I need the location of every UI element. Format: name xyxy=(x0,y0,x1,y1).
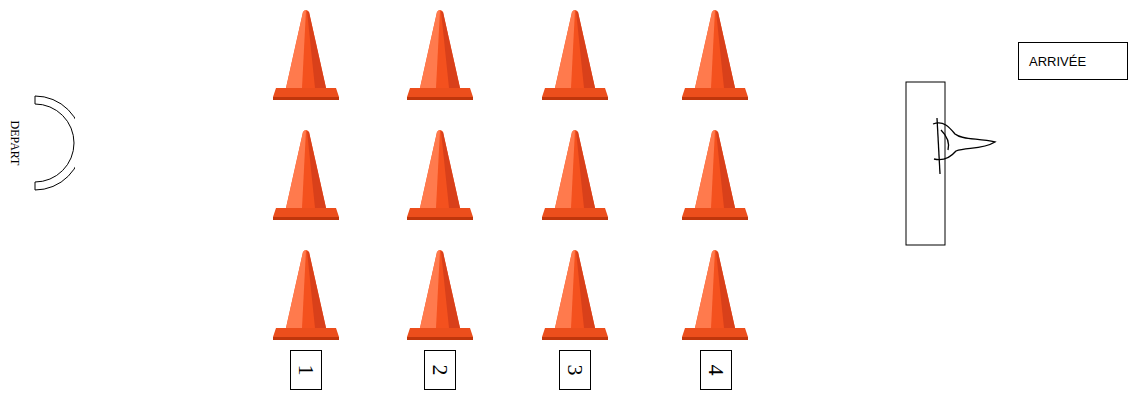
column-number-text: 3 xyxy=(564,365,586,376)
traffic-cones xyxy=(273,10,748,340)
column-number-text: 4 xyxy=(705,365,727,376)
column-number: 3 xyxy=(559,350,591,390)
start-area: DEPART xyxy=(3,92,75,194)
column-number: 4 xyxy=(700,350,732,390)
finish-text: ARRIVÉE xyxy=(1029,54,1086,69)
column-number-text: 1 xyxy=(295,365,317,376)
column-number: 2 xyxy=(424,350,456,390)
finish-flag xyxy=(933,118,995,174)
column-number-text: 2 xyxy=(429,365,451,376)
start-label: DEPART xyxy=(9,121,21,166)
column-number: 1 xyxy=(290,350,322,390)
start-semicircle-outline xyxy=(35,96,75,190)
finish-label: ARRIVÉE xyxy=(1018,42,1128,80)
finish-line xyxy=(906,82,945,245)
